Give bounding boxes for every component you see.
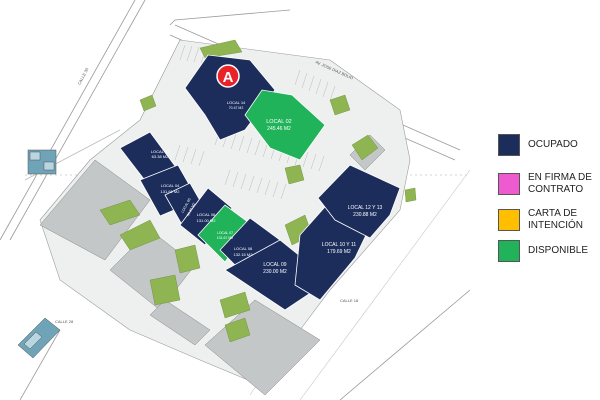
kiosk-building [27,149,57,175]
legend-label-occupied: OCUPADO [528,139,578,150]
label-local-12-13-name: LOCAL 12 Y 13 [348,205,383,211]
label-local-09-area: 230.00 M2 [263,269,287,275]
unit-local-12-13[interactable] [317,164,401,239]
label-local-05-area: 86.86 M2 [186,202,196,217]
site-plan: LOCAL 14 70.47 M2 LOCAL 02 245.46 M2 LOC… [0,0,470,400]
label-local-02-name: LOCAL 02 [266,119,291,125]
label-local-04-area: 131.61 M2 [161,189,181,194]
street-bottom-left: CALLE 28 [55,319,74,324]
label-local-07-name: LOCAL 07 [217,231,233,235]
bottom-kiosk-building [17,317,61,359]
logo-letter: A [223,69,234,86]
label-local-03-area: 63.38 M2 [152,154,169,159]
tenant-units [119,54,401,311]
legend-item-letter-of-intent: CARTA DE INTENCIÓN [498,208,583,232]
legend-swatch-occupied [498,134,520,156]
legend-item-available: DISPONIBLE [498,240,588,262]
label-local-14-area: 70.47 M2 [229,106,244,110]
legend-item-occupied: OCUPADO [498,134,578,156]
legend-label-in-signing: EN FIRMA DE CONTRATO [528,172,592,195]
legend: OCUPADO EN FIRMA DE CONTRATO CARTA DE IN… [470,0,600,400]
label-local-07-area: 131.67 M2 [217,236,234,240]
brand-a-logo-icon: A [216,64,240,88]
street-left: CALLE 30 [76,66,89,85]
label-local-04-name: LOCAL 04 [161,183,180,188]
parking-stalls [174,44,336,200]
unit-local-06[interactable] [179,187,233,246]
unit-labels: LOCAL 14 70.47 M2 LOCAL 02 245.46 M2 LOC… [151,100,383,275]
label-local-14-name: LOCAL 14 [227,100,246,105]
landscape-areas [99,39,417,343]
legend-swatch-available [498,240,520,262]
legend-item-in-signing: EN FIRMA DE CONTRATO [498,172,592,196]
street-bottom-right: CALLE 18 [340,298,359,303]
label-local-06-area: 131.00 M2 [197,218,217,223]
label-local-05-name: LOCAL 05 [181,197,192,213]
label-local-10-11-area: 179.69 M2 [327,249,351,255]
legend-label-letter-of-intent: CARTA DE INTENCIÓN [528,208,583,231]
unit-local-02[interactable] [244,89,326,161]
label-local-12-13-area: 230.88 M2 [353,212,377,218]
label-local-03-name: LOCAL 03 [151,149,170,154]
label-local-06-name: LOCAL 06 [197,212,216,217]
label-local-02-area: 245.46 M2 [267,126,291,132]
label-local-08-name: LOCAL 08 [234,246,253,251]
label-local-09-name: LOCAL 09 [263,262,286,268]
legend-swatch-letter-of-intent [498,209,520,231]
label-local-08-area: 132.15 M2 [234,252,254,257]
label-local-10-11-name: LOCAL 10 Y 11 [322,242,357,248]
legend-label-available: DISPONIBLE [528,245,589,256]
legend-swatch-in-signing [498,173,520,195]
